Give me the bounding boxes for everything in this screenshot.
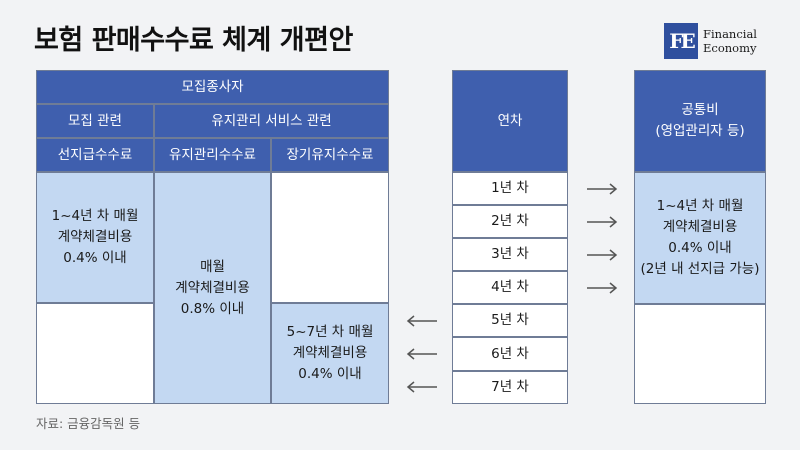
header-maintenance-fee: 유지관리수수료 xyxy=(154,138,271,172)
arrow-right-icon xyxy=(587,282,618,294)
upfront-fee-body: 1~4년 차 매월 계약체결비용 0.4% 이내 xyxy=(36,172,154,303)
logo-mark: FE xyxy=(664,23,698,59)
common-cost-body: 1~4년 차 매월 계약체결비용 0.4% 이내 (2년 내 선지급 가능) xyxy=(634,172,766,304)
year-row-7: 7년 차 xyxy=(452,371,568,404)
header-year: 연차 xyxy=(452,70,568,172)
header-longterm-fee: 장기유지수수료 xyxy=(271,138,389,172)
upfront-fee-empty xyxy=(36,303,154,404)
arrow-left-icon xyxy=(406,348,437,360)
source-note: 자료: 금융감독원 등 xyxy=(36,416,141,431)
page-title: 보험 판매수수료 체계 개편안 xyxy=(34,25,353,56)
header-common-cost: 공통비 (영업관리자 등) xyxy=(634,70,766,172)
year-row-2: 2년 차 xyxy=(452,205,568,238)
header-maintenance-related: 유지관리 서비스 관련 xyxy=(154,104,389,138)
arrow-left-icon xyxy=(406,315,437,327)
longterm-fee-empty xyxy=(271,172,389,303)
logo-line1: Financial xyxy=(703,27,757,41)
arrow-right-icon xyxy=(587,216,618,228)
header-recruit-related: 모집 관련 xyxy=(36,104,154,138)
logo-line2: Economy xyxy=(703,41,757,55)
year-row-1: 1년 차 xyxy=(452,172,568,205)
logo-text: Financial Economy xyxy=(703,27,757,55)
brand-logo: FE Financial Economy xyxy=(664,22,757,60)
maintenance-fee-body: 매월 계약체결비용 0.8% 이내 xyxy=(154,172,271,404)
arrow-left-icon xyxy=(406,381,437,393)
year-row-4: 4년 차 xyxy=(452,271,568,304)
arrow-right-icon xyxy=(587,249,618,261)
year-row-6: 6년 차 xyxy=(452,337,568,371)
common-cost-empty xyxy=(634,304,766,404)
arrow-right-icon xyxy=(587,183,618,195)
longterm-fee-body: 5~7년 차 매월 계약체결비용 0.4% 이내 xyxy=(271,303,389,404)
year-row-5: 5년 차 xyxy=(452,304,568,337)
year-row-3: 3년 차 xyxy=(452,238,568,271)
header-upfront-fee: 선지급수수료 xyxy=(36,138,154,172)
header-recruiters: 모집종사자 xyxy=(36,70,389,104)
